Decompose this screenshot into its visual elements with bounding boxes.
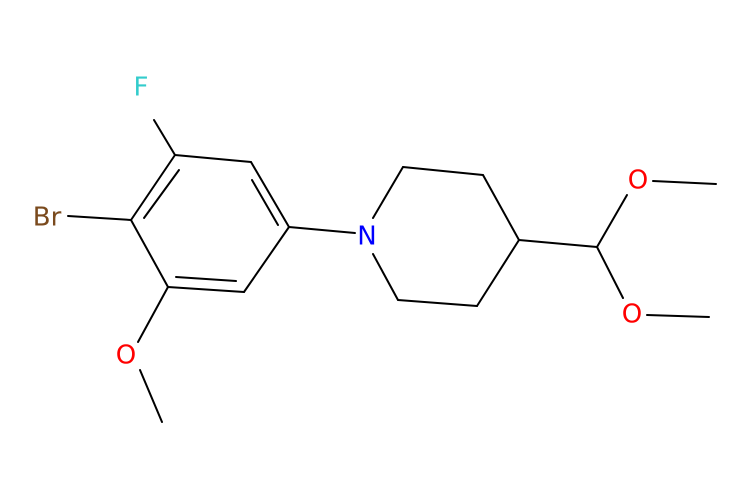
- bond-o-ch3-top: [652, 180, 717, 185]
- atom-fluorine: F: [134, 73, 149, 103]
- atom-labels: F Br N O O O: [33, 73, 649, 371]
- atom-bromine: Br: [33, 203, 62, 233]
- bond-f-c: [153, 119, 176, 156]
- bond-ring-5: [130, 219, 169, 288]
- bond-ring-2-inner: [251, 179, 279, 226]
- bond-ring-1: [174, 154, 252, 163]
- atom-nitrogen: N: [357, 222, 376, 252]
- bond-pip-1: [372, 166, 404, 219]
- atom-oxygen-acetal-bottom: O: [622, 300, 642, 330]
- bond-o-ch3-methoxy: [139, 369, 163, 423]
- bond-pip-2: [402, 166, 484, 176]
- bond-ch-o-top: [596, 194, 628, 248]
- bond-pip-3: [482, 174, 520, 241]
- bond-ring-4-inner: [175, 276, 237, 282]
- bond-pip-4: [476, 239, 520, 307]
- bond-aryl-n: [288, 226, 356, 234]
- bond-ring-3: [243, 226, 290, 293]
- bond-c4-ch: [518, 239, 598, 248]
- atom-oxygen-acetal-top: O: [628, 166, 648, 196]
- bond-ring-6-inner: [143, 169, 180, 219]
- bond-c-o-methoxy: [137, 286, 169, 343]
- bond-ring-2: [250, 161, 290, 228]
- bond-pip-6: [372, 253, 399, 301]
- bond-ring-6: [130, 154, 176, 221]
- atom-oxygen-methoxy: O: [116, 341, 136, 371]
- bond-ring-4: [167, 286, 245, 293]
- bond-pip-5: [397, 299, 478, 307]
- bond-ch-o-bottom: [596, 246, 624, 299]
- bonds: [67, 119, 717, 423]
- bond-o-ch3-bottom: [646, 314, 710, 318]
- bond-br-c: [67, 215, 132, 221]
